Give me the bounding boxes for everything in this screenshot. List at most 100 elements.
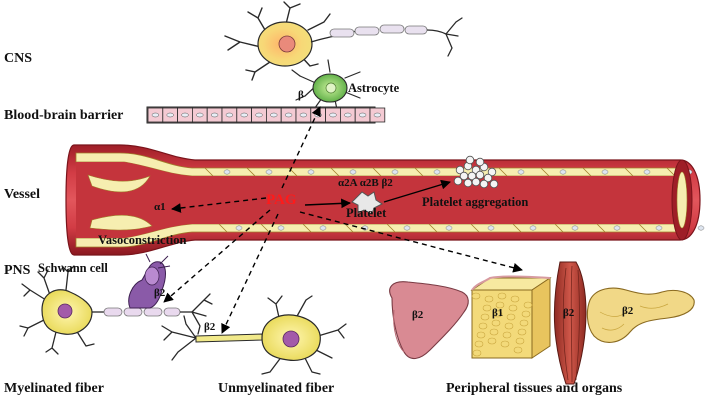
schwann-cell-icon (128, 253, 171, 309)
endothelium-divider (302, 223, 312, 233)
bbb-nucleus (284, 112, 293, 118)
adipocyte (472, 349, 482, 357)
adipocyte (484, 295, 494, 303)
endothelium-nucleus (601, 169, 609, 175)
adipocyte (523, 301, 533, 309)
bbb-nucleus (210, 112, 219, 118)
label-unmyelinated-fiber: Unmyelinated fiber (218, 381, 335, 396)
label-platelet: Platelet (346, 206, 387, 220)
label-beta2-schwann: β2 (154, 287, 166, 299)
platelet-cluster-cell (453, 176, 463, 186)
label-adipose-receptor: β1 (492, 307, 504, 319)
endothelium-nucleus (697, 225, 705, 231)
endothelium-nucleus (517, 169, 525, 175)
endothelium-nucleus (391, 169, 399, 175)
astrocyte-icon (291, 59, 361, 119)
endothelium-nucleus (655, 225, 663, 231)
endothelium-divider (554, 223, 564, 233)
label-liver-receptor: β2 (412, 309, 424, 321)
platelet-cluster-cell (489, 179, 499, 189)
bbb-nucleus (181, 112, 189, 118)
bbb-nucleus (358, 112, 367, 118)
adipocyte (515, 337, 525, 345)
adipocyte (471, 292, 481, 300)
adipocyte (495, 301, 505, 309)
endothelium-divider (204, 167, 214, 177)
label-alpha1: α1 (154, 201, 166, 213)
platelet-cluster-cell (455, 165, 465, 175)
platelet-cluster-cell (463, 178, 473, 188)
endothelium-nucleus (529, 225, 537, 231)
adipocyte (521, 310, 531, 318)
adipocyte (478, 322, 488, 330)
adipocyte (493, 310, 503, 318)
bbb-nucleus (373, 112, 382, 118)
adipocyte (513, 346, 523, 354)
cns-neuron-icon (224, 1, 463, 81)
muscle-icon (553, 261, 587, 385)
endothelium-divider (512, 223, 522, 233)
pancreas-icon (586, 287, 695, 343)
adipocyte (497, 292, 507, 300)
bbb-nucleus (240, 112, 248, 118)
endothelium-divider (330, 167, 340, 177)
label-vessel: Vessel (4, 187, 41, 202)
endothelium-nucleus (235, 225, 243, 231)
platelet-cluster-cell (471, 177, 481, 187)
endothelium-divider (260, 223, 270, 233)
bbb-nucleus (151, 112, 160, 118)
endothelium-nucleus (433, 169, 441, 175)
endothelium-nucleus (265, 169, 273, 175)
endothelium-nucleus (445, 225, 453, 231)
liver-icon (389, 281, 469, 360)
endothelium-nucleus (319, 225, 327, 231)
endothelium-nucleus (349, 169, 357, 175)
platelet-cluster-cell (483, 173, 493, 183)
adipocyte (506, 313, 516, 321)
adipocyte (517, 328, 527, 336)
endothelium-divider (638, 223, 648, 233)
label-pancreas-receptor: β2 (622, 305, 634, 317)
adipocyte (489, 328, 499, 336)
endothelium-nucleus (223, 169, 231, 175)
label-cns: CNS (4, 51, 33, 66)
endothelium-divider (246, 167, 256, 177)
label-beta-astrocyte: β (298, 89, 304, 101)
endothelium-nucleus (487, 225, 495, 231)
endothelium-nucleus (571, 225, 579, 231)
endothelium-divider (344, 223, 354, 233)
platelet-cluster-cell (475, 157, 485, 167)
bbb-nucleus (270, 112, 278, 118)
endothelium-divider (666, 167, 676, 177)
bbb-nucleus (314, 112, 322, 118)
endothelium-nucleus (643, 169, 651, 175)
endothelium-divider (624, 167, 634, 177)
label-platelet-receptors: α2A α2B β2 (338, 177, 393, 189)
platelet-icon (351, 191, 383, 215)
platelet-cluster-cell (475, 170, 485, 180)
adipocyte (476, 331, 486, 339)
adipocyte (491, 319, 501, 327)
myelinated-neuron-icon (19, 265, 213, 355)
endothelium-nucleus (277, 225, 285, 231)
adipocyte (519, 319, 529, 327)
endothelium-divider (414, 167, 424, 177)
endothelium-nucleus (613, 225, 621, 231)
adipocyte (500, 340, 510, 348)
label-vasoconstriction: Vasoconstriction (98, 233, 187, 247)
arrows (163, 106, 523, 334)
bbb-nucleus (166, 112, 174, 118)
bbb-nucleus (299, 112, 308, 118)
bbb-nucleus (329, 112, 337, 118)
label-blood-brain-barrier: Blood-brain barrier (4, 108, 124, 123)
blood-brain-barrier (146, 106, 386, 124)
adipocyte (487, 337, 497, 345)
endothelium-divider (372, 167, 382, 177)
platelet-cluster-cell (487, 167, 497, 177)
adipocyte (510, 295, 520, 303)
endothelium-divider (218, 223, 228, 233)
label-pag: PAG (266, 192, 297, 208)
adipocyte (480, 313, 490, 321)
